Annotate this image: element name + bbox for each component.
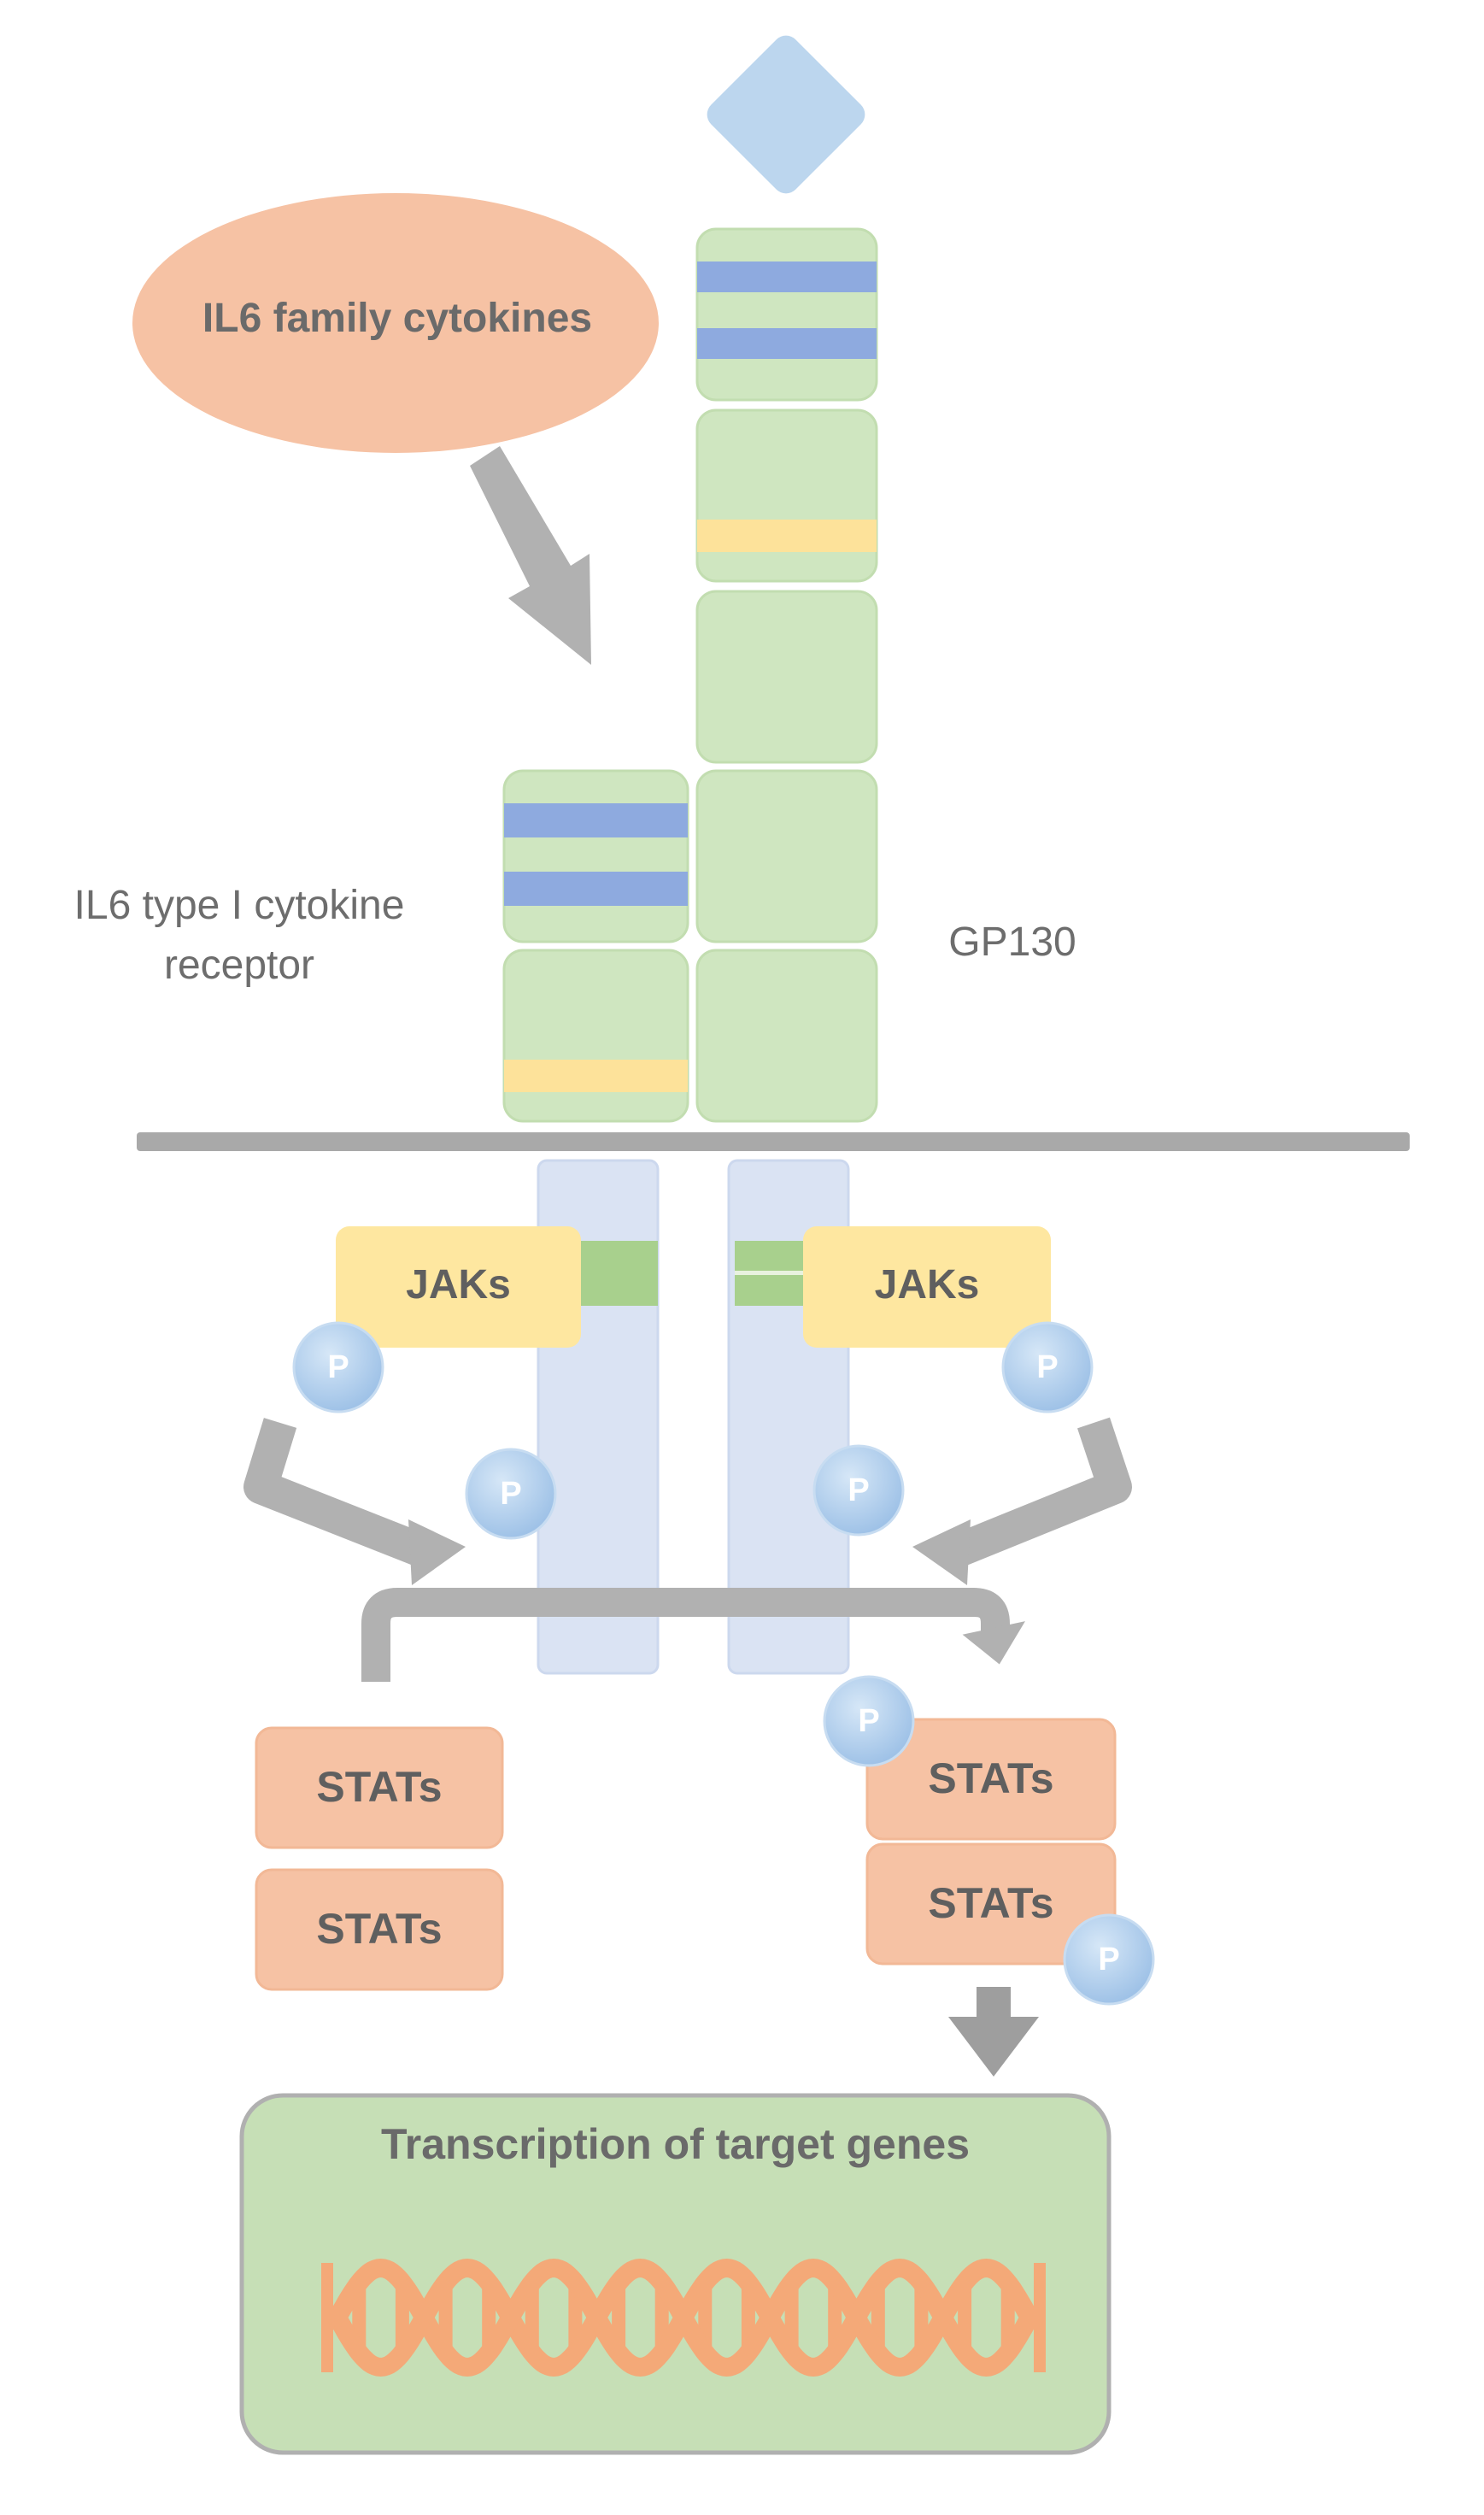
stat-box-right-top (865, 1718, 1117, 1841)
jak-label-left: JAKs (406, 1262, 511, 1307)
gp130-domain-1 (695, 227, 878, 402)
receptor-band-blue (504, 803, 688, 837)
phosphorylation-arrow-right (912, 1417, 1132, 1585)
nuclear-translocation-arrow (948, 1987, 1039, 2077)
cytokine-label: IL6 family cytokines (202, 296, 593, 341)
phospho-label: P (848, 1472, 870, 1508)
stat-label-right-bottom: STATs (928, 1879, 1054, 1927)
phospho-circle-stat-top (823, 1675, 915, 1767)
stat-activation-arrow (361, 1588, 1025, 1682)
il6-receptor-chain (502, 769, 689, 1123)
receptor-domain-2 (502, 949, 689, 1123)
phospho-label: P (327, 1349, 349, 1385)
phospho-label: P (858, 1703, 880, 1739)
jak-link-divider (735, 1271, 807, 1275)
phospho-circle-tail-right (812, 1444, 905, 1537)
nucleus-title: Transcription of target genes (380, 2120, 970, 2168)
gp130-band-yellow (697, 520, 877, 552)
gp130-band-blue (697, 261, 877, 292)
phospho-label: P (1036, 1349, 1059, 1385)
phosphorylation-arrow-left (243, 1418, 466, 1585)
phospho-label: P (1098, 1942, 1120, 1977)
stat-box-left-top (255, 1726, 504, 1849)
receptor-band-yellow (504, 1060, 688, 1092)
phospho-circle-stat-bottom (1063, 1913, 1155, 2006)
gp130-chain (695, 227, 878, 1123)
phospho-circle-jak-left (292, 1321, 384, 1413)
jak-box-left (336, 1226, 581, 1348)
gp130-band-blue (697, 328, 877, 359)
dna-strand-b (328, 2258, 1039, 2377)
stat-label-right-top: STATs (928, 1754, 1054, 1802)
stat-label-left-top: STATs (316, 1763, 443, 1811)
gp130-label: GP130 (948, 920, 1076, 965)
stat-label-left-bottom: STATs (316, 1905, 443, 1953)
binding-arrow (470, 446, 591, 665)
gp130-domain-5 (695, 949, 878, 1123)
jak-box-right (803, 1226, 1051, 1348)
phospho-circle-tail-left (465, 1448, 557, 1540)
receptor-label-line1: IL6 type I cytokine (73, 883, 405, 928)
receptor-label-line2: receptor (163, 943, 315, 988)
phospho-circle-jak-right (1001, 1321, 1094, 1413)
stat-box-right-bottom (865, 1842, 1117, 1966)
receptor-band-blue (504, 872, 688, 906)
cytokine-ellipse (132, 193, 659, 453)
gp130-diamond (707, 35, 865, 194)
stat-box-left-bottom (255, 1868, 504, 1991)
jak-link-left (581, 1241, 658, 1306)
receptor-domain-1 (502, 769, 689, 943)
phospho-label: P (500, 1476, 522, 1512)
gp130-domain-4 (695, 769, 878, 943)
gp130-domain-2 (695, 408, 878, 583)
jak-label-right: JAKs (874, 1262, 980, 1307)
receptor-label: IL6 type I cytokine receptor (26, 876, 453, 996)
gp130-domain-3 (695, 590, 878, 764)
dna-helix-icon (321, 2258, 1046, 2377)
cell-membrane (137, 1132, 1410, 1151)
